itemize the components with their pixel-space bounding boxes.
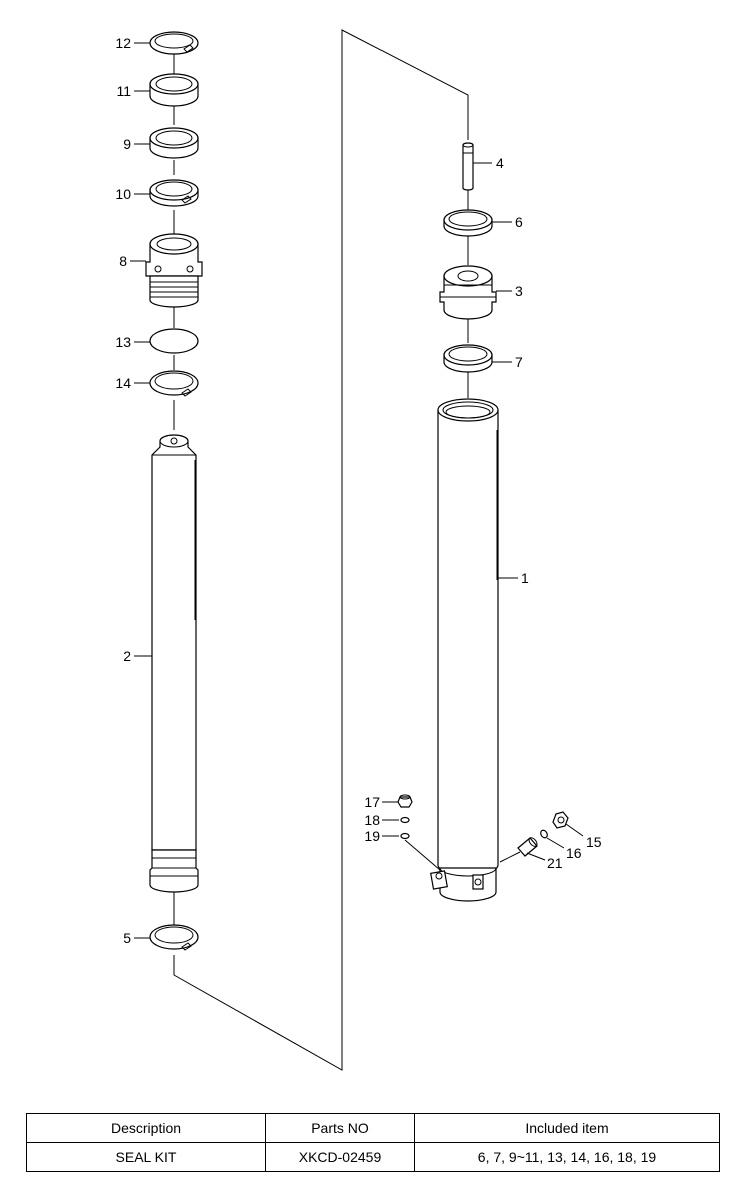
callout-17: 17: [364, 794, 380, 810]
callout-2: 2: [123, 648, 131, 664]
grease-fitting: [430, 870, 448, 890]
callout-7: 7: [515, 354, 523, 370]
part-4-pin: [462, 142, 474, 191]
callout-12: 12: [115, 35, 131, 51]
callout-5: 5: [123, 930, 131, 946]
part-9-rod-seal: [149, 127, 199, 159]
assembly-connector-line: [173, 29, 469, 1071]
part-18-o-ring: [400, 816, 410, 824]
part-12-ring: [149, 31, 199, 55]
header-included-item: Included item: [414, 1113, 720, 1143]
callout-10: 10: [115, 186, 131, 202]
table-row: SEAL KIT XKCD-02459 6, 7, 9~11, 13, 14, …: [26, 1142, 720, 1172]
part-8-gland: [145, 233, 203, 308]
part-10-backup-ring: [149, 179, 199, 207]
part-15-nut: [552, 811, 569, 829]
callout-11: 11: [116, 83, 131, 99]
callout-3: 3: [515, 283, 523, 299]
callout-18: 18: [364, 812, 380, 828]
callout-21: 21: [547, 855, 563, 871]
cell-included-item: 6, 7, 9~11, 13, 14, 16, 18, 19: [414, 1142, 720, 1172]
cell-parts-no: XKCD-02459: [265, 1142, 415, 1172]
callout-9: 9: [123, 136, 131, 152]
callout-13: 13: [115, 334, 131, 350]
part-11-wiper: [149, 73, 199, 107]
part-19-o-ring: [400, 832, 410, 840]
part-3-piston: [439, 265, 497, 320]
header-description: Description: [26, 1113, 266, 1143]
callout-19: 19: [364, 828, 380, 844]
table-header-row: Description Parts NO Included item: [26, 1113, 720, 1143]
part-6-wear-ring: [443, 209, 493, 237]
callout-6: 6: [515, 214, 523, 230]
callout-14: 14: [115, 375, 131, 391]
part-2-rod: [149, 434, 199, 893]
part-14-backup-ring: [149, 370, 199, 397]
callout-8: 8: [119, 253, 127, 269]
callout-16: 16: [566, 845, 582, 861]
seal-kit-table: Description Parts NO Included item SEAL …: [26, 1113, 720, 1172]
part-13-o-ring: [149, 328, 199, 354]
exploded-parts-diagram: 12 11 9 10 8 13 14 2 5 4 6 3 7 1 17 18 1…: [115, 29, 602, 1071]
part-7-wear-ring: [443, 344, 493, 373]
part-17-check-valve: [397, 794, 413, 808]
part-5-ring: [149, 924, 199, 951]
callout-4: 4: [496, 155, 504, 171]
part-16-o-ring: [540, 829, 548, 839]
header-parts-no: Parts NO: [265, 1113, 415, 1143]
callout-15: 15: [586, 834, 602, 850]
part-21-plug: [517, 837, 538, 857]
cell-description: SEAL KIT: [26, 1142, 266, 1172]
part-1-tube: [437, 398, 499, 902]
callout-1: 1: [521, 570, 529, 586]
